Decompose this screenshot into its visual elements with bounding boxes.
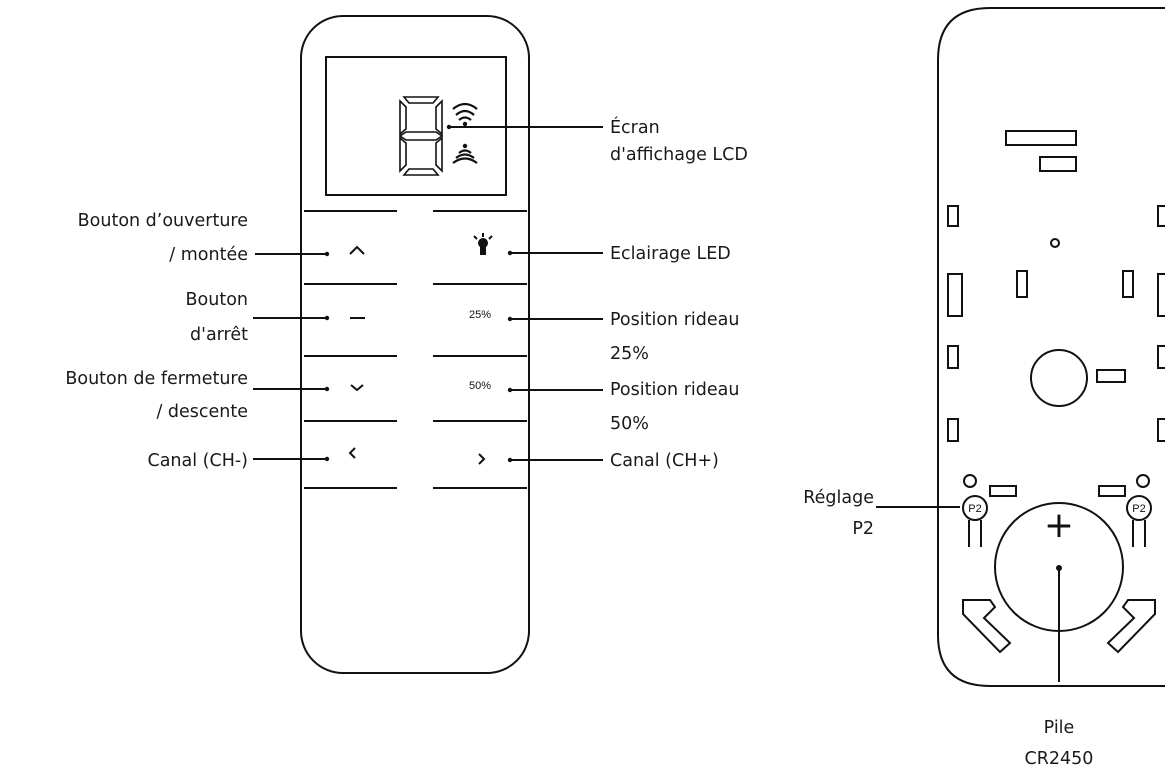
signal-icon	[452, 143, 478, 164]
chevron-right-icon	[478, 453, 486, 465]
stop-button-label-line1: Bouton	[186, 290, 248, 310]
button-dividers	[304, 210, 527, 489]
position-25-label-line1: Position rideau	[610, 310, 739, 330]
channel-plus-label: Canal (CH+)	[610, 451, 719, 471]
lcd-label-line2: d'affichage LCD	[610, 145, 748, 165]
open-button[interactable]	[349, 245, 365, 255]
position-50-button[interactable]: 50%	[469, 380, 491, 392]
stop-button-label-line2: d'arrêt	[190, 325, 248, 345]
channel-minus-label: Canal (CH-)	[147, 451, 248, 471]
position-50-button-label: 50%	[469, 380, 491, 392]
open-button-label-line1: Bouton d’ouverture	[78, 211, 248, 231]
p2-setting-label-line2: P2	[852, 519, 874, 539]
position-25-button[interactable]: 25%	[469, 309, 491, 321]
battery-plus-symbol: +	[1044, 505, 1074, 546]
wifi-icon	[452, 102, 478, 127]
chevron-down-icon	[350, 384, 364, 392]
p2-contact-left: P2	[962, 495, 988, 547]
front-leaders	[253, 124, 603, 463]
close-button-label-line2: / descente	[156, 402, 248, 422]
remote-front-body	[300, 15, 530, 674]
led-button[interactable]	[473, 233, 493, 255]
position-25-label-line2: 25%	[610, 344, 649, 364]
lcd-label-line1: Écran	[610, 116, 660, 138]
remote-back: P2 P2 + Réglage P2 Pile CR2450	[803, 7, 1165, 769]
led-label: Eclairage LED	[610, 244, 731, 264]
battery-label-line2: CR2450	[1025, 749, 1094, 769]
channel-plus-button[interactable]	[478, 453, 486, 465]
open-button-label-line2: / montée	[169, 245, 248, 265]
bulb-icon	[473, 233, 493, 255]
battery-label-line1: Pile	[1044, 718, 1075, 738]
back-slots	[947, 130, 1165, 497]
position-50-label-line2: 50%	[610, 414, 649, 434]
position-25-button-label: 25%	[469, 309, 491, 321]
p2-setting-label-line1: Réglage	[803, 488, 874, 508]
position-50-label-line1: Position rideau	[610, 380, 739, 400]
close-button-label-line1: Bouton de fermeture	[65, 369, 248, 389]
chevron-left-icon	[348, 447, 356, 459]
close-button[interactable]	[350, 384, 364, 392]
chevron-up-icon	[349, 245, 365, 255]
seven-segment-digit-icon	[398, 96, 444, 176]
p2-contact-right: P2	[1126, 495, 1152, 547]
p2-contact-right-label: P2	[1132, 503, 1145, 515]
remote-back-body	[937, 7, 1165, 687]
p2-contact-left-label: P2	[968, 503, 981, 515]
channel-minus-button[interactable]	[348, 447, 356, 459]
remote-front: 25% 50%	[65, 15, 748, 674]
